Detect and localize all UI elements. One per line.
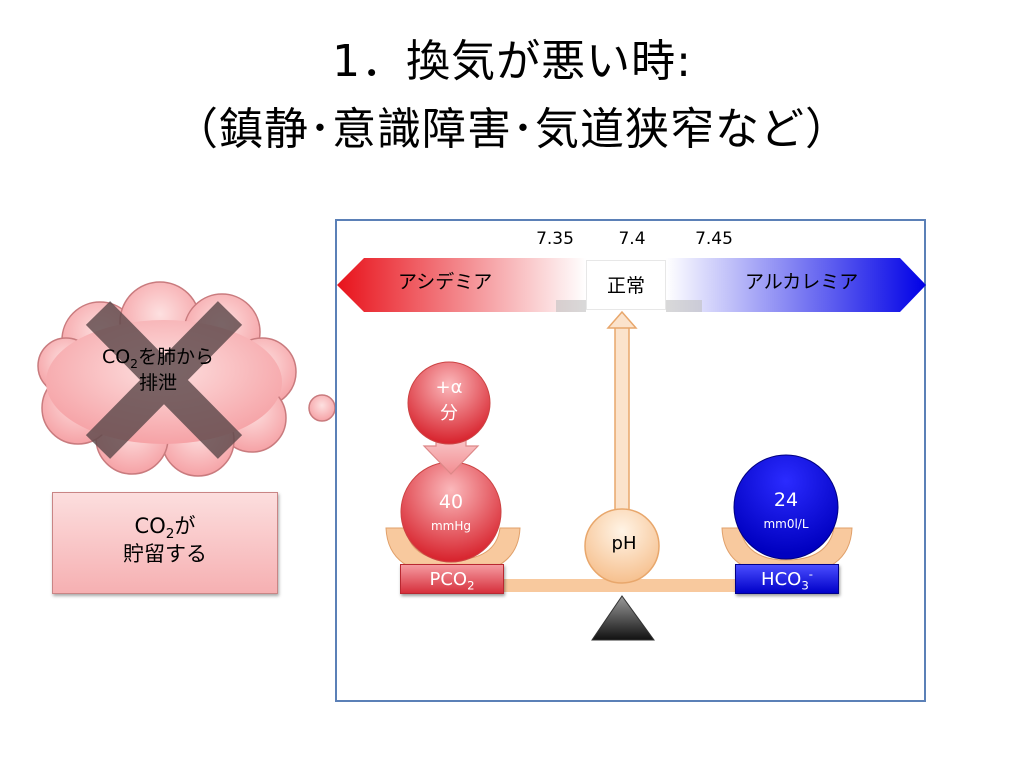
fulcrum — [591, 595, 655, 641]
acidemia-label: アシデミア — [398, 271, 493, 293]
pco2-tag: PCO2 — [400, 564, 504, 594]
co2-retention-text: CO2が 貯留する — [123, 514, 207, 566]
tick-label: 7.35 — [536, 229, 574, 249]
hco3-value: 24 — [773, 489, 799, 511]
ph-label: pH — [611, 533, 637, 554]
normal-range-box — [586, 260, 666, 310]
cross-mark — [85, 301, 243, 459]
ph-ball — [584, 508, 660, 584]
hco3-unit: mm0l/L — [763, 517, 809, 531]
page-subtitle: （鎮静･意識障害･気道狭窄など） — [174, 104, 850, 155]
tick-label: 7.4 — [618, 229, 646, 249]
balance-beam — [412, 579, 824, 592]
cloud-text: CO2を肺から 排泄 — [101, 346, 215, 394]
hco3-weight — [733, 454, 839, 560]
page-title: 1．換気が悪い時: — [332, 36, 692, 87]
alpha-weight — [407, 361, 491, 445]
pco2-value: 40 — [438, 491, 464, 513]
ph-scale-bar — [337, 258, 926, 312]
ph-pointer — [606, 310, 638, 513]
normal-label: 正常 — [606, 275, 645, 297]
pco2-unit: mmHg — [430, 519, 472, 533]
alkalemia-label: アルカレミア — [745, 271, 859, 293]
co2-retention-box — [52, 492, 278, 594]
tick-label: 7.45 — [695, 229, 733, 249]
hco3-tag: HCO3- — [735, 564, 839, 594]
